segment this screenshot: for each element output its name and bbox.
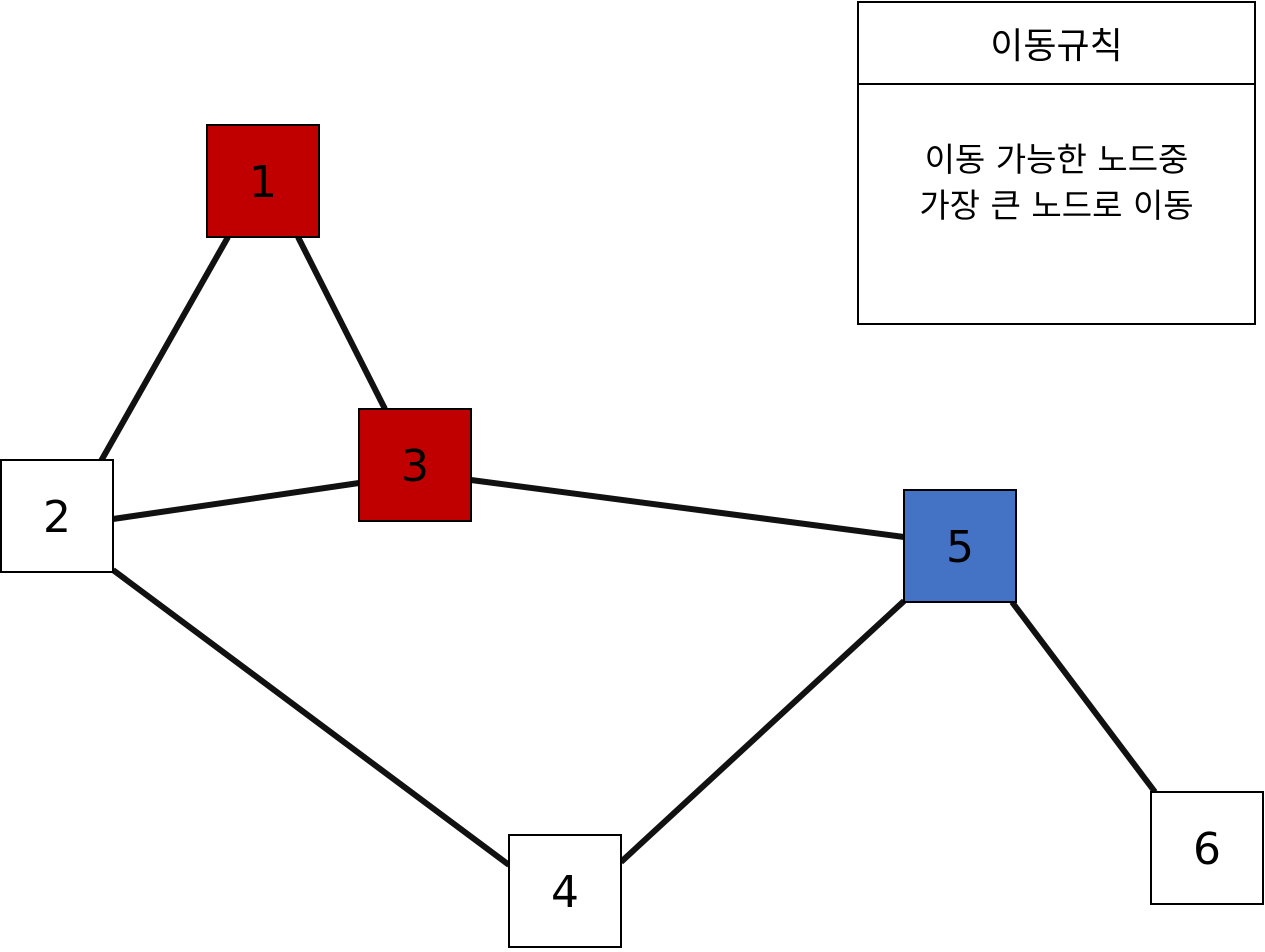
node-5-box [903,489,1017,603]
node-2: 2 [0,459,114,573]
node-3-box [358,408,472,522]
edge-1-2 [98,235,231,463]
edge-2-3 [112,480,360,522]
node-6: 6 [1150,791,1264,905]
node-4: 4 [508,834,622,948]
movement-rule-title: 이동규칙 [859,3,1254,85]
node-1-box [206,124,320,238]
edge-5-6 [1009,600,1158,794]
node-2-box [0,459,114,573]
node-1-label: 1 [249,157,277,208]
movement-rule-line-1: 이동 가능한 노드중 [924,140,1189,179]
edges-layer [98,235,1158,868]
node-3-label: 3 [401,441,429,492]
node-1: 1 [206,124,320,238]
edge-4-5 [618,598,907,865]
node-3: 3 [358,408,472,522]
nodes-layer: 1 2 3 4 5 6 [0,124,1264,948]
movement-rule-line-2: 가장 큰 노드로 이동 [919,186,1194,225]
edge-3-5 [470,477,905,540]
node-6-box [1150,791,1264,905]
node-4-box [508,834,622,948]
node-5: 5 [903,489,1017,603]
node-6-label: 6 [1193,824,1221,875]
node-2-label: 2 [43,492,71,543]
movement-rule-body: 이동 가능한 노드중 가장 큰 노드로 이동 [859,63,1254,303]
movement-rule-box: 이동규칙 이동 가능한 노드중 가장 큰 노드로 이동 [857,1,1256,325]
node-4-label: 4 [551,867,579,918]
edge-2-4 [111,567,511,868]
edge-1-3 [295,235,388,411]
node-5-label: 5 [946,522,974,573]
